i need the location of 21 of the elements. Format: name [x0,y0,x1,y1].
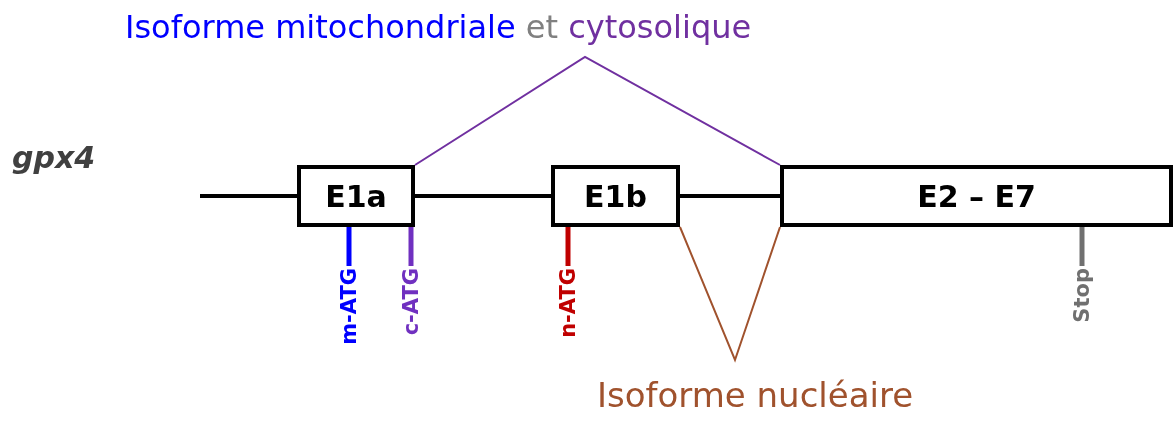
splice-line [414,55,781,166]
exon-box: E1a [297,165,415,227]
codon-label: Stop [1070,268,1094,323]
codon-label: c-ATG [399,268,423,336]
intron-line [415,194,551,198]
leader-line [346,227,352,266]
isoform-label: cytosolique [568,8,752,46]
edge-label: Isoforme nucléaire [597,375,914,415]
intron-line [680,194,780,198]
gene-name: gpx4 [12,140,96,175]
conjunction-text: et [525,8,559,46]
leader-line [408,227,414,266]
splice-line [679,226,781,363]
isoform-label: Isoforme mitochondriale [125,8,516,46]
exon-box: E1b [551,165,680,227]
codon-label: n-ATG [556,268,580,338]
leader-line [565,227,571,266]
exon-box: E2 – E7 [780,165,1173,227]
intron-line [200,194,297,198]
leader-line [1079,227,1085,266]
codon-label: m-ATG [337,268,361,345]
